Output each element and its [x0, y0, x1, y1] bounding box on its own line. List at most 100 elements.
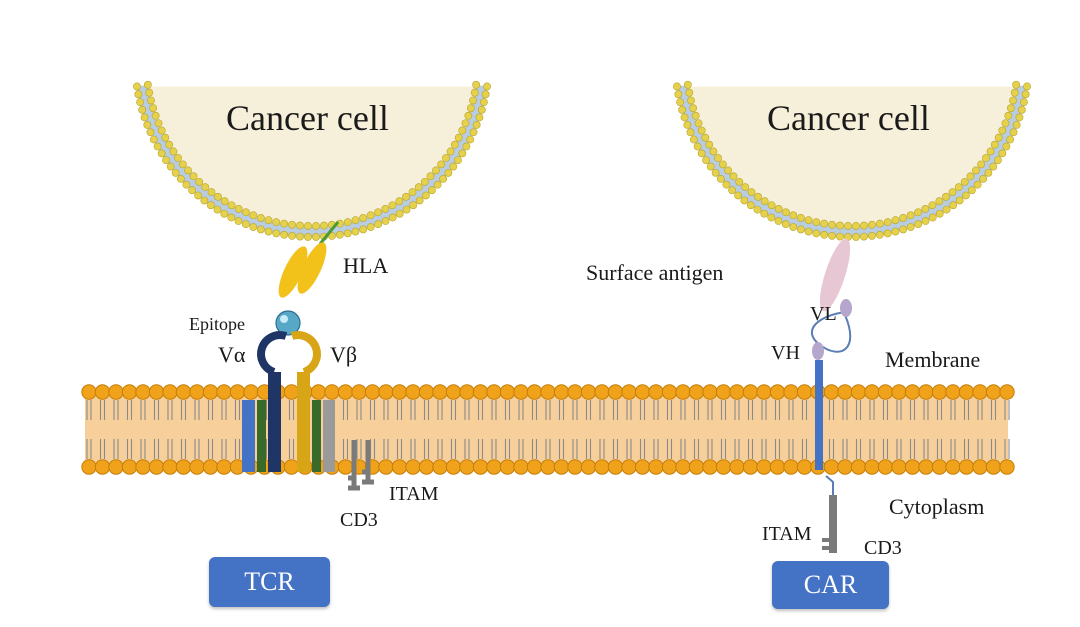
membrane-bead [444, 168, 453, 177]
cd3-epsilon-chain-2 [312, 400, 321, 472]
lipid-tail-upper [450, 400, 457, 420]
membrane-bead [796, 214, 805, 222]
membrane-bead [296, 221, 304, 230]
membrane-bead [189, 172, 198, 181]
membrane-bead [994, 156, 1002, 164]
lipid-tail-lower [977, 439, 983, 459]
lipid-tail-lower [869, 439, 875, 459]
lipid-head-lower [189, 459, 205, 475]
membrane-bead [477, 105, 486, 114]
lipid-tail-upper [558, 400, 565, 420]
lipid-tail-lower [585, 439, 592, 459]
membrane-bead [206, 201, 215, 210]
lipid-head-upper [580, 384, 597, 400]
membrane-bead [977, 160, 985, 169]
lipid-head-lower [742, 459, 759, 475]
membrane-bead [366, 211, 375, 220]
v-beta-domain [290, 331, 321, 376]
lipid-tail-upper [572, 400, 578, 420]
lipid-tail-upper [342, 400, 349, 420]
lipid-head-lower [756, 459, 772, 475]
lipid-tail-lower [99, 439, 106, 459]
membrane-bead [852, 233, 860, 241]
lipid-tail-lower [167, 439, 173, 459]
lipid-tail-lower [437, 439, 443, 459]
lipid-head-upper [324, 384, 340, 400]
membrane-bead [746, 201, 755, 210]
membrane-bead [469, 128, 478, 137]
car-itam-motifs [822, 538, 829, 550]
lipid-head-upper [175, 384, 192, 400]
membrane-bead [998, 149, 1007, 158]
membrane-bead [304, 222, 312, 230]
lipid-head-lower [567, 459, 583, 475]
lipid-head-upper [607, 384, 624, 400]
lipid-head-lower [405, 459, 421, 475]
lipid-head-upper [999, 384, 1015, 400]
lipid-tail-upper [126, 400, 133, 420]
lipid-tail-lower [842, 439, 848, 459]
lipid-head-lower [783, 459, 799, 475]
hla-label: HLA [343, 253, 389, 278]
lipid-tail-lower [626, 439, 632, 459]
lipid-tail-lower [734, 439, 740, 459]
membrane-bead [860, 232, 868, 241]
lipid-tail-upper [801, 400, 808, 420]
lipid-tail-upper [221, 400, 227, 420]
membrane-bead [680, 113, 689, 122]
lipid-tail-upper [153, 400, 160, 420]
membrane-bead [458, 149, 467, 158]
membrane-bead [138, 105, 147, 114]
membrane-bead [1012, 80, 1021, 89]
lipid-tail-lower [680, 439, 686, 459]
membrane-bead [747, 188, 756, 197]
membrane-bead [906, 211, 915, 220]
lipid-head-upper [783, 384, 799, 400]
membrane-bead [989, 162, 998, 171]
membrane-bead [409, 201, 418, 210]
lipid-head-upper [904, 384, 921, 400]
membrane-bead [184, 166, 192, 175]
left-cd3-label: CD3 [340, 509, 378, 531]
membrane-bead [359, 214, 368, 222]
membrane-bead [972, 166, 980, 175]
lipid-head-lower [837, 459, 853, 475]
right-cell-label: Cancer cell [767, 98, 930, 138]
membrane-bead [955, 196, 964, 205]
c-beta-chain [297, 372, 310, 472]
lipid-tail-lower [126, 439, 133, 459]
lipid-tail-upper [923, 400, 929, 420]
lipid-head-upper [459, 384, 475, 400]
membrane-bead [868, 231, 876, 240]
membrane-bead [990, 140, 999, 149]
hla-domain-1 [278, 246, 308, 298]
membrane-bead [214, 192, 222, 201]
lipid-tail-upper [423, 400, 430, 420]
lipid-tail-lower [612, 439, 619, 459]
lipid-head-upper [877, 384, 894, 400]
lipid-tail-upper [477, 400, 484, 420]
membrane-bead [472, 121, 481, 129]
lipid-head-upper [121, 384, 138, 400]
membrane-bead [883, 218, 892, 227]
lipid-tail-lower [491, 439, 497, 459]
lipid-head-upper [472, 384, 489, 400]
membrane-bead [470, 88, 479, 97]
lipid-tail-upper [207, 400, 214, 420]
cell-inner-band [136, 84, 488, 237]
membrane-bead [1001, 119, 1010, 128]
membrane-bead [1006, 104, 1015, 113]
membrane-bead [676, 98, 684, 107]
membrane-bead [693, 142, 702, 151]
membrane-bead [701, 133, 710, 142]
membrane-bead [804, 216, 813, 225]
membrane-bead [437, 160, 445, 169]
right-cd3-label: CD3 [864, 537, 902, 559]
lipid-tail-upper [693, 400, 700, 420]
membrane-bead [264, 227, 273, 236]
membrane-bead [220, 209, 229, 218]
membrane-bead [899, 214, 908, 222]
membrane-bead [1009, 96, 1017, 105]
lipid-head-upper [148, 384, 165, 400]
membrane-bead [954, 183, 963, 192]
